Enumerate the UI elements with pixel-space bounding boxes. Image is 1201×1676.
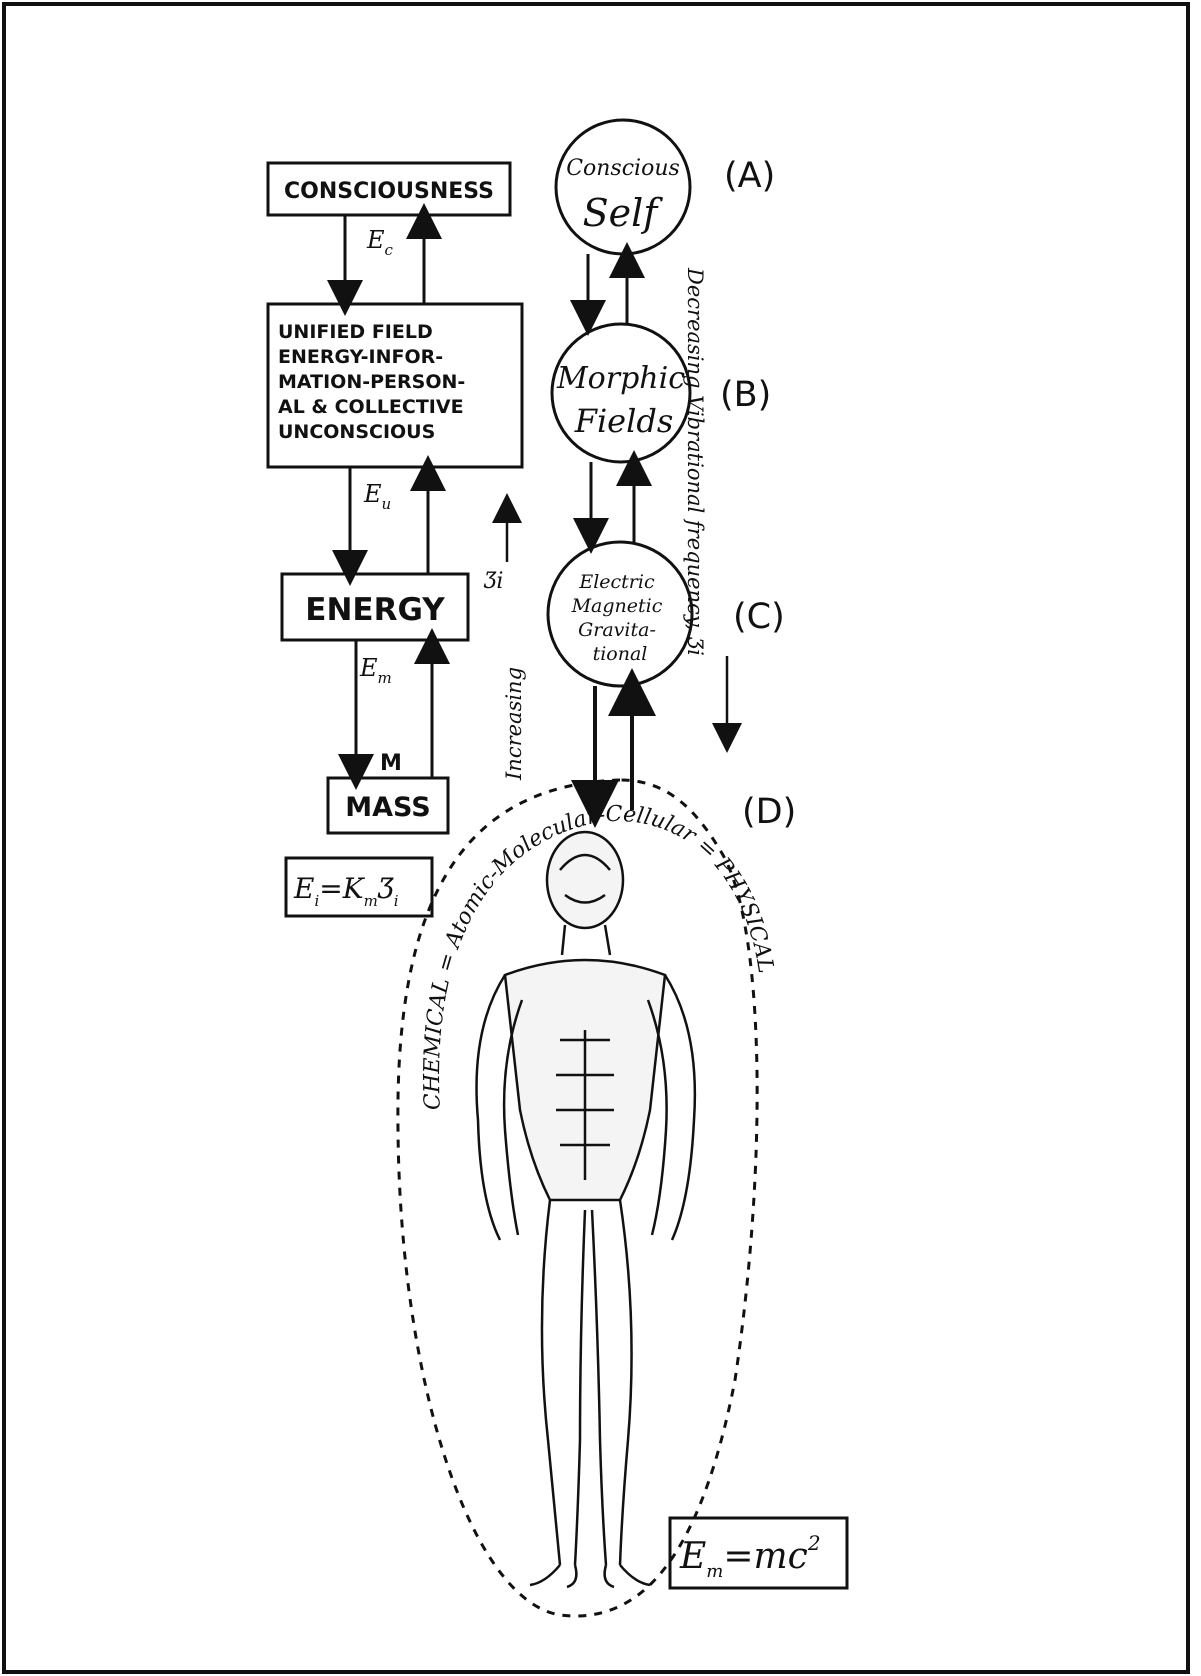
- energy-label: ENERGY: [305, 592, 445, 628]
- decreasing-frequency-label: Decreasing Vibrational frequency, Ʒi: [683, 267, 707, 656]
- emc2-formula: Em=mc2: [679, 1531, 821, 1582]
- human-anatomy-figure: [477, 832, 695, 1587]
- level-label-d: (D): [742, 792, 796, 832]
- ei-formula: Ei=KmƷi: [293, 872, 399, 910]
- label-ec: Ec: [366, 226, 394, 259]
- circle-a-line2: Self: [583, 191, 664, 235]
- level-label-b: (B): [720, 375, 771, 415]
- mass-label: MASS: [345, 792, 430, 823]
- label-eu: Eu: [363, 480, 391, 513]
- increasing-symbol: Ʒi: [483, 569, 503, 594]
- level-label-a: (A): [724, 156, 775, 196]
- unified-field-label: UNIFIED FIELD ENERGY-INFOR- MATION-PERSO…: [278, 321, 472, 443]
- level-label-c: (C): [733, 597, 785, 637]
- consciousness-label: CONSCIOUSNESS: [284, 179, 494, 204]
- circle-a-line1: Conscious: [566, 156, 680, 181]
- increasing-label: Increasing: [502, 667, 526, 781]
- label-em: Em: [359, 654, 392, 687]
- circle-b-line1: Morphic: [556, 361, 685, 396]
- label-m: M: [380, 751, 402, 776]
- circle-c-lines: Electric Magnetic Gravita- tional: [571, 571, 669, 665]
- circle-b-line2: Fields: [574, 402, 674, 440]
